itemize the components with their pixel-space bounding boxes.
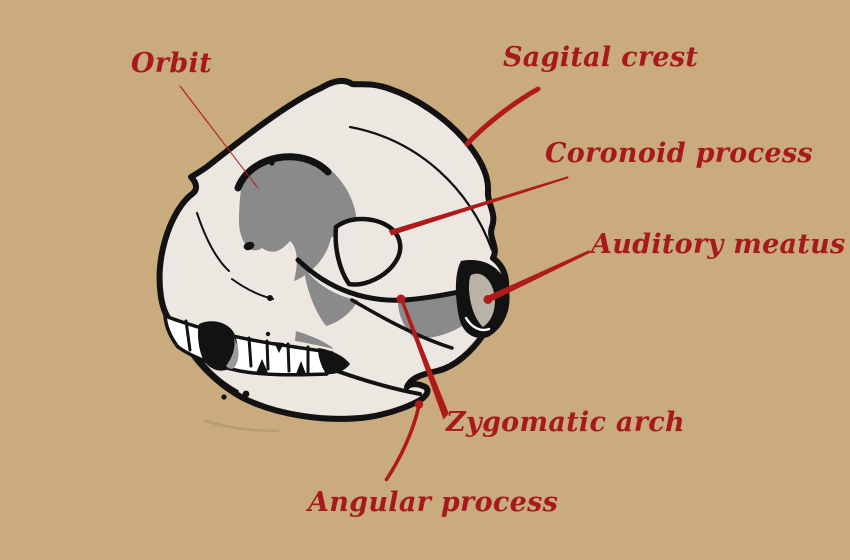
leader-line-orbit <box>178 85 260 190</box>
label-zygomatic-arch: Zygomatic arch <box>446 407 685 438</box>
leader-line-zygomatic-arch <box>399 298 449 420</box>
canine-tooth <box>197 321 238 371</box>
mental-foramen-dot-2 <box>242 390 250 398</box>
tooth-gap-line <box>184 319 192 352</box>
canine-highlight <box>226 338 239 369</box>
tooth-gap-line <box>265 339 270 371</box>
mandible-ramus-line <box>350 298 454 350</box>
leader-line-auditory-meatus <box>485 250 591 303</box>
mouth-corner-shadow <box>318 348 350 375</box>
temporal-shadow-right <box>398 292 470 339</box>
tooth-gap-line <box>247 336 253 368</box>
mental-foramen-dot-1 <box>221 394 227 400</box>
skull <box>156 78 510 433</box>
auditory-meatus-highlight <box>464 316 491 332</box>
coronoid-process-plate <box>333 216 403 287</box>
braincase-suture-line <box>348 125 494 252</box>
orbit-opening <box>239 154 357 281</box>
tooth-gap-notch-top <box>274 342 284 353</box>
masseteric-line <box>332 368 422 396</box>
auditory-meatus-inner <box>469 273 495 327</box>
leader-line-angular-process <box>384 405 421 482</box>
leader-line-sagital-crest <box>464 86 541 147</box>
lacrimal-foramen-dot <box>243 241 255 251</box>
leader-line-coronoid-process <box>388 176 569 236</box>
leader-lines <box>178 85 591 482</box>
supraorbital-foramen-dot <box>269 160 275 166</box>
label-orbit: Orbit <box>131 48 212 79</box>
orbit-brow-ridge <box>234 153 332 192</box>
tooth-gaps <box>184 319 310 374</box>
ground-shadow-line <box>203 419 280 433</box>
premolar-shadow <box>295 331 334 349</box>
temporal-shadow-left <box>304 268 358 326</box>
label-auditory-meatus: Auditory meatus <box>591 229 846 260</box>
maxilla-dot <box>265 331 271 337</box>
tooth-gap-line <box>286 342 291 373</box>
tooth-gap-notch <box>256 359 268 373</box>
label-angular-process: Angular process <box>308 487 559 518</box>
orbit-inner-highlight <box>262 241 296 280</box>
label-coronoid-process: Coronoid process <box>545 138 813 169</box>
muzzle-contour-line <box>231 278 274 300</box>
nasal-contour-line <box>196 212 230 272</box>
label-sagital-crest: Sagital crest <box>503 42 699 73</box>
tooth-gap-notch <box>296 361 306 374</box>
